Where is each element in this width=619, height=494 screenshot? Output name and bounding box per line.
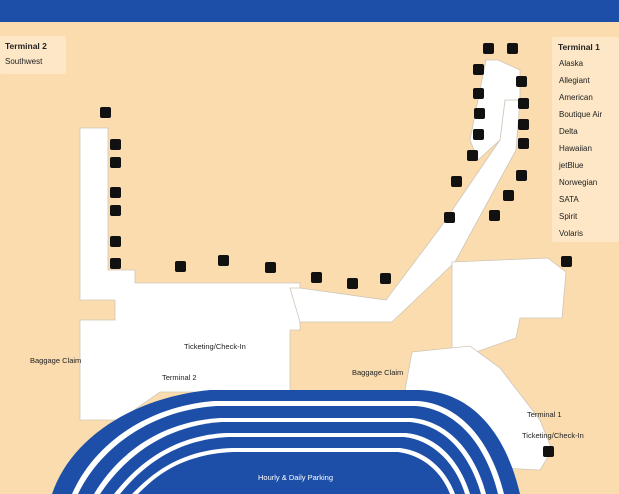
- terminal1-airline: Spirit: [559, 212, 578, 221]
- terminal1-airline: Boutique Air: [559, 110, 603, 119]
- gate-airplane-icon: [518, 119, 529, 130]
- gate-airplane-icon: [218, 255, 229, 266]
- gate-airplane-icon: [518, 98, 529, 109]
- gate-airplane-icon: [473, 129, 484, 140]
- terminal2-building: [79, 127, 387, 421]
- terminal1-label: Terminal 1: [527, 410, 562, 419]
- gate-airplane-icon: [473, 64, 484, 75]
- gate-icons: [100, 43, 572, 457]
- road-rings: [52, 390, 520, 494]
- terminal1-airline: American: [559, 93, 593, 102]
- gate-airplane-icon: [467, 150, 478, 161]
- baggage-claim-terminal1-label: Baggage Claim: [352, 368, 404, 377]
- gate-airplane-icon: [489, 210, 500, 221]
- gate-airplane-icon: [474, 108, 485, 119]
- terminal2-label: Terminal 2: [162, 373, 197, 382]
- hourly-daily-parking-label: Hourly & Daily Parking: [258, 473, 334, 482]
- terminal1-airline: Allegiant: [559, 76, 590, 85]
- baggage-claim-terminal2-label: Baggage Claim: [30, 356, 82, 365]
- terminal1-airline: Hawaiian: [559, 144, 592, 153]
- gate-airplane-icon: [516, 76, 527, 87]
- gate-airplane-icon: [380, 273, 391, 284]
- terminal1-airline: Norwegian: [559, 178, 598, 187]
- gate-airplane-icon: [110, 139, 121, 150]
- terminal1-airline: Alaska: [559, 59, 584, 68]
- terminal2-legend: Terminal 2 Southwest: [0, 36, 66, 74]
- header-bar: [0, 0, 619, 22]
- terminal1-legend-title: Terminal 1: [558, 42, 600, 52]
- gate-airplane-icon: [507, 43, 518, 54]
- gate-airplane-icon: [175, 261, 186, 272]
- terminal1-airline: Delta: [559, 127, 578, 136]
- gate-airplane-icon: [100, 107, 111, 118]
- gate-airplane-icon: [265, 262, 276, 273]
- gate-airplane-icon: [110, 258, 121, 269]
- gate-airplane-icon: [347, 278, 358, 289]
- gate-airplane-icon: [518, 138, 529, 149]
- gate-airplane-icon: [516, 170, 527, 181]
- ticketing-checkin-terminal1-label: Ticketing/Check-In: [522, 431, 584, 440]
- gate-airplane-icon: [483, 43, 494, 54]
- terminal-buildings: [79, 59, 567, 471]
- terminal1-legend: Terminal 1 Alaska Allegiant American Bou…: [552, 37, 619, 242]
- gate-airplane-icon: [473, 88, 484, 99]
- terminal1-airline: jetBlue: [559, 161, 584, 170]
- gate-airplane-icon: [110, 205, 121, 216]
- terminal1-airline: Volaris: [559, 229, 584, 238]
- parking-area: [138, 452, 450, 494]
- gate-airplane-icon: [110, 187, 121, 198]
- gate-airplane-icon: [451, 176, 462, 187]
- gate-airplane-icon: [311, 272, 322, 283]
- gate-airplane-icon: [503, 190, 514, 201]
- gate-airplane-icon: [444, 212, 455, 223]
- gate-airplane-icon: [543, 446, 554, 457]
- gate-airplane-icon: [561, 256, 572, 267]
- terminal1-building: [451, 257, 567, 353]
- terminal2-airline: Southwest: [5, 57, 43, 66]
- terminal1-airline: SATA: [559, 195, 579, 204]
- terminal2-legend-title: Terminal 2: [5, 41, 47, 51]
- gate-airplane-icon: [110, 157, 121, 168]
- ticketing-checkin-terminal2-label: Ticketing/Check-In: [184, 342, 246, 351]
- gate-airplane-icon: [110, 236, 121, 247]
